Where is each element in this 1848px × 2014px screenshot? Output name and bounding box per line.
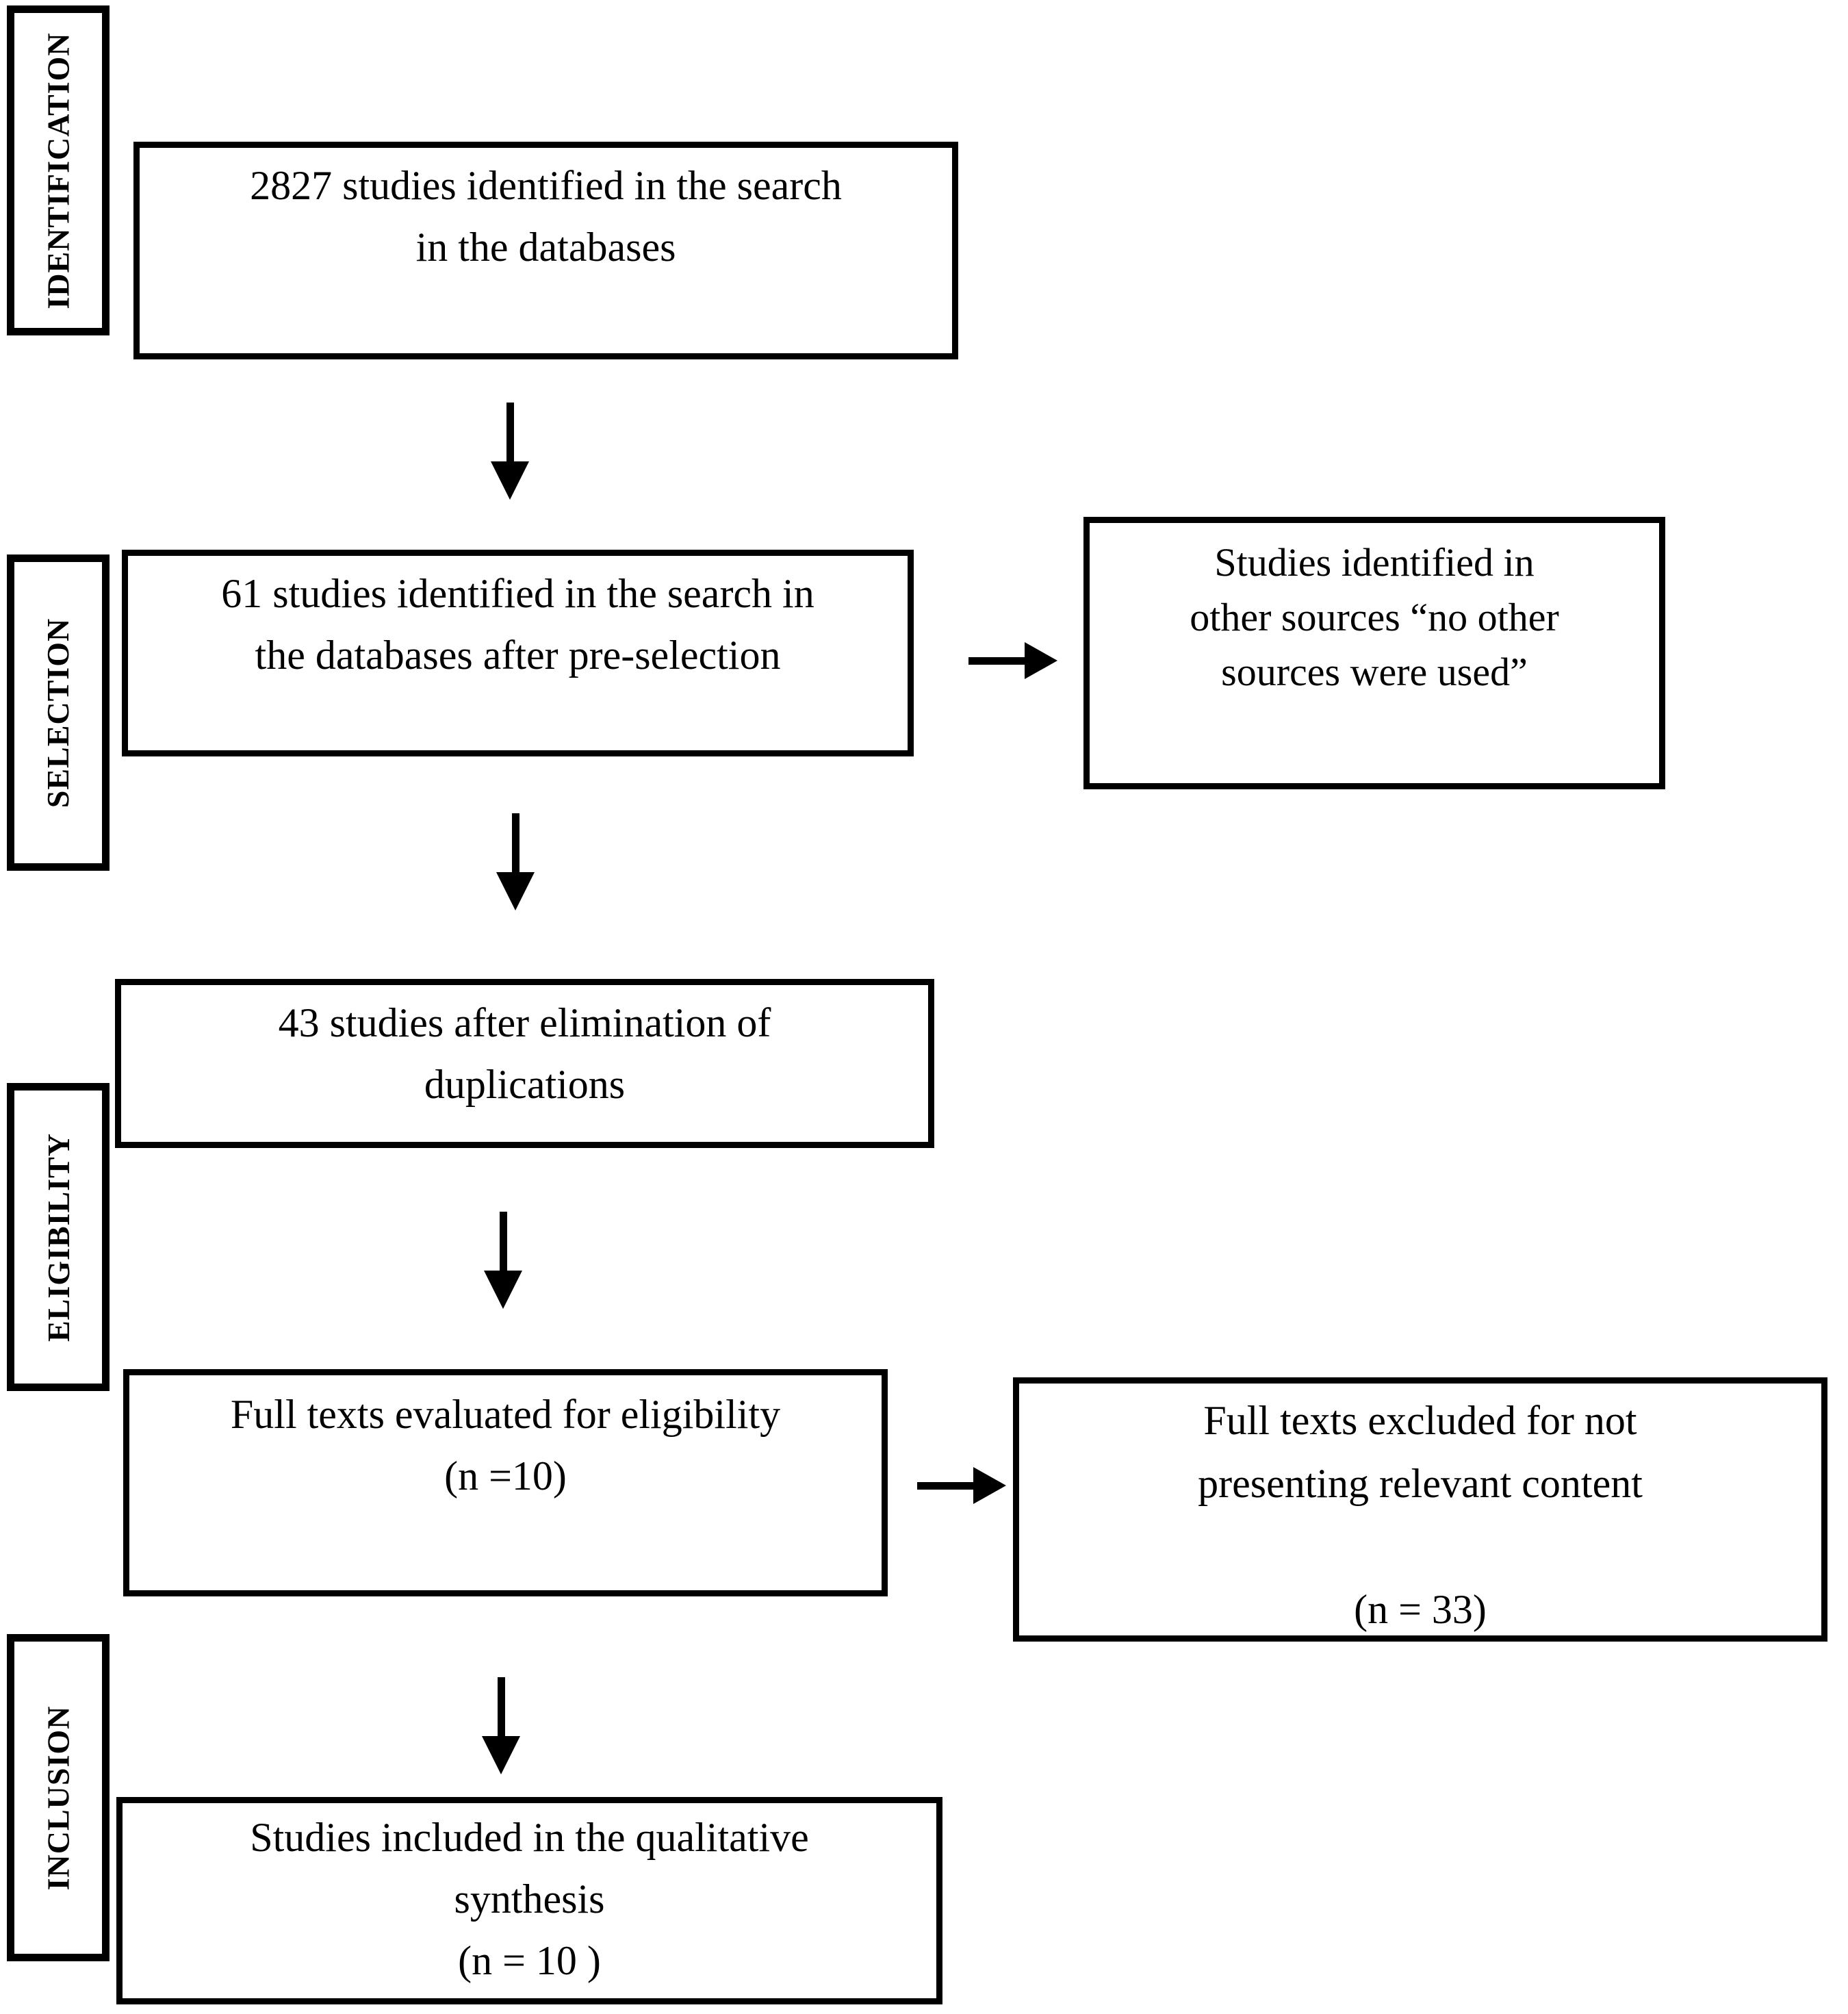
stage-label-selection: SELECTION	[40, 617, 76, 808]
arrow-shaft	[511, 813, 519, 872]
stage-box-identification: IDENTIFICATION	[7, 5, 110, 335]
stage-box-inclusion: INCLUSION	[7, 1634, 110, 1961]
box-after-duplicate-elimination: 43 studies after elimination of duplicat…	[115, 979, 934, 1148]
stage-label-identification: IDENTIFICATION	[40, 31, 76, 309]
arrow-shaft	[499, 1212, 507, 1271]
arrow-head	[973, 1467, 1006, 1504]
box-other-sources: Studies identified in other sources “no …	[1083, 517, 1665, 789]
arrow-head	[484, 1271, 522, 1309]
box-fulltexts-excluded: Full texts excluded for not presenting r…	[1013, 1377, 1827, 1642]
down-arrow-icon-dedup-to-fulltext	[484, 1212, 522, 1309]
arrow-head	[496, 872, 535, 910]
stage-box-selection: SELECTION	[7, 555, 110, 871]
box-studies-after-preselection: 61 studies identified in the search in t…	[122, 550, 914, 756]
box-fulltexts-evaluated: Full texts evaluated for eligibility (n …	[123, 1369, 888, 1596]
box-studies-identified: 2827 studies identified in the search in…	[133, 142, 958, 359]
arrow-head	[1025, 642, 1057, 679]
down-arrow-icon-fulltext-to-included	[482, 1677, 520, 1774]
stage-box-eligibility: ELIGIBILITY	[7, 1083, 110, 1391]
right-arrow-icon-to-other-sources	[968, 642, 1057, 679]
arrow-shaft	[506, 403, 514, 461]
down-arrow-icon-preselected-to-dedup	[496, 813, 535, 910]
stage-label-inclusion: INCLUSION	[40, 1705, 76, 1890]
down-arrow-icon-identified-to-preselected	[491, 403, 529, 500]
arrow-head	[482, 1736, 520, 1774]
arrow-shaft	[497, 1677, 505, 1736]
right-arrow-icon-to-excluded	[917, 1467, 1006, 1504]
stage-label-eligibility: ELIGIBILITY	[40, 1132, 76, 1342]
arrow-shaft	[917, 1481, 973, 1490]
box-studies-included: Studies included in the qualitative synt…	[116, 1797, 942, 2004]
arrow-head	[491, 461, 529, 500]
arrow-shaft	[968, 657, 1025, 665]
